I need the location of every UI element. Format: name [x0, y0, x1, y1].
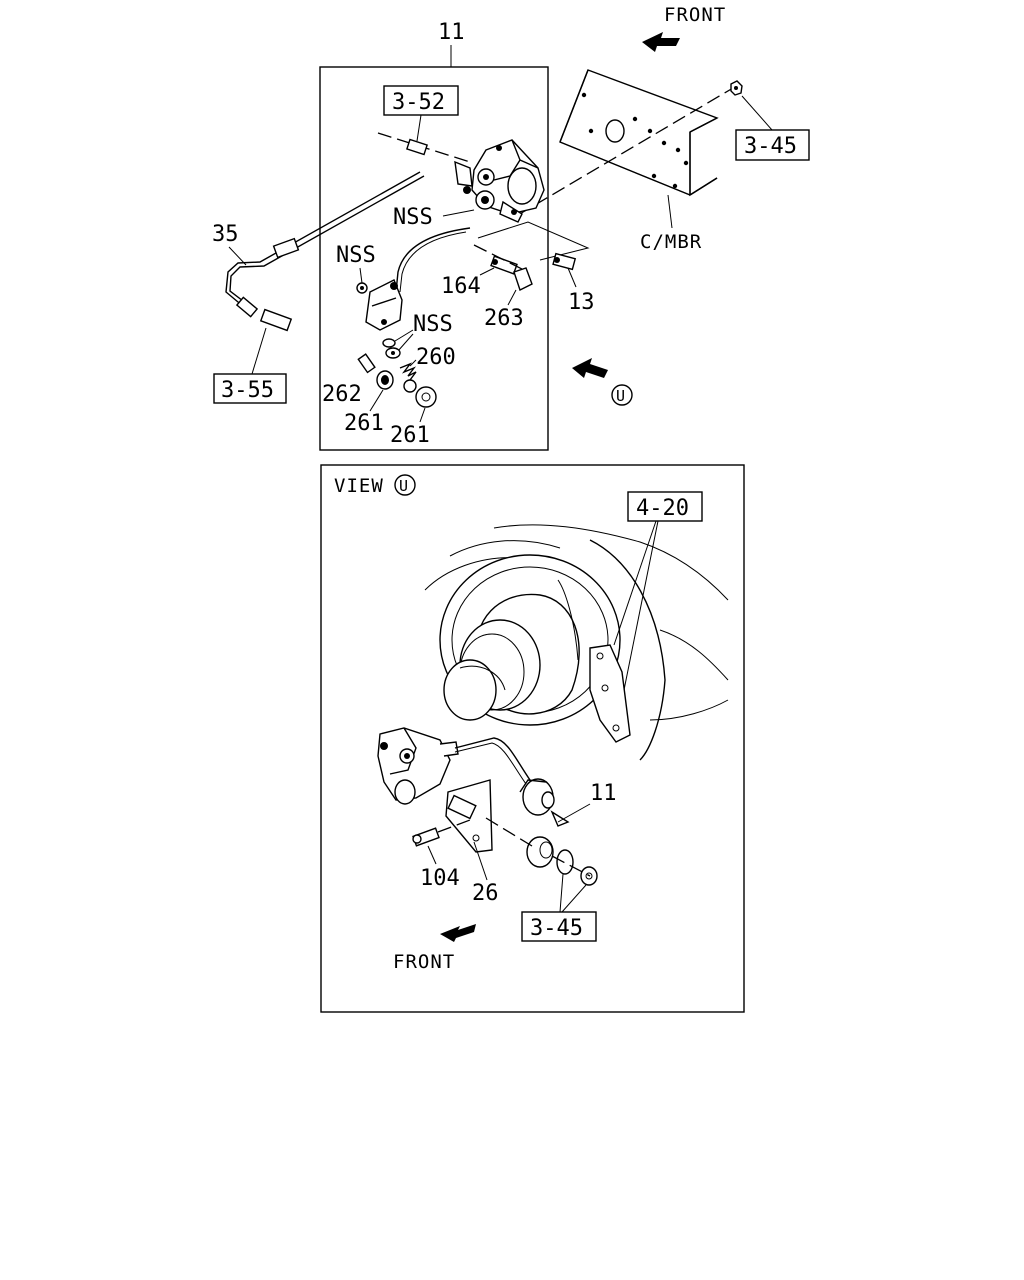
part-13-leader — [567, 267, 577, 288]
pipe-nut-upper — [272, 237, 300, 259]
bushing-261a-icon — [376, 370, 394, 390]
part-label-260: 260 — [416, 345, 456, 370]
axle-bracket — [589, 644, 631, 743]
leveling-valve-lower — [377, 727, 459, 805]
bolt-104-icon — [412, 827, 440, 847]
ref-label-3-52: 3-52 — [392, 90, 445, 115]
cap-263-icon — [513, 267, 533, 291]
ref-420-leader-a — [613, 520, 657, 646]
nss-leader-2 — [359, 267, 363, 284]
view-marker-icon-lower: U — [394, 474, 416, 496]
ref-420-leader-b — [623, 520, 659, 691]
link-joint-lower — [519, 778, 570, 827]
nss-leader-1 — [442, 209, 475, 217]
ref-label-4-20: 4-20 — [636, 496, 689, 521]
ref-box-3-45-lower — [521, 911, 597, 942]
cross-member-leader — [667, 194, 673, 229]
fastener-guide-line — [517, 87, 734, 216]
ref-box-4-20 — [627, 491, 703, 522]
view-arrow-icon — [572, 358, 608, 378]
front-arrow-icon — [642, 32, 680, 52]
part-263-leader — [507, 289, 517, 306]
view-marker-icon: U — [611, 384, 633, 406]
spring-260-icon — [399, 362, 417, 393]
ref-box-3-45-top — [735, 129, 810, 161]
part-label-26: 26 — [472, 881, 499, 906]
front-arrow-icon-lower — [440, 924, 476, 942]
fitting-bolt-icon — [406, 138, 428, 156]
ref-355-leader — [251, 327, 267, 375]
ref-label-3-55: 3-55 — [221, 378, 274, 403]
leveling-valve-body — [454, 139, 545, 223]
part-label-261b: 261 — [390, 423, 430, 448]
view-marker-text-lower: U — [399, 477, 408, 495]
nss-washers — [382, 338, 401, 359]
part-35-leader — [228, 246, 247, 266]
cross-member-label: C/MBR — [640, 231, 702, 253]
front-label-top: FRONT — [664, 4, 726, 26]
valve-lever-rod — [395, 227, 471, 293]
front-label-lower: FRONT — [393, 951, 455, 973]
link-bracket — [365, 279, 403, 331]
view-u-frame-box — [320, 464, 745, 1013]
part-11-leader — [557, 803, 591, 823]
part-164-guide — [473, 244, 525, 271]
pin-262-icon — [357, 353, 376, 374]
nss-leader-3b — [397, 333, 414, 352]
part-label-262: 262 — [322, 382, 362, 407]
part-label-35: 35 — [212, 222, 239, 247]
bushing-guide-line — [485, 817, 533, 847]
nss-label-3: NSS — [413, 312, 453, 337]
assembly-number-label: 11 — [438, 20, 465, 45]
ref-box-3-55 — [213, 373, 287, 404]
view-label: VIEW — [334, 475, 384, 497]
pipe-nut-lower — [235, 296, 293, 332]
valve-lever-rod-wall — [399, 231, 467, 293]
bushing-261b-icon — [415, 386, 437, 408]
part-261b-leader — [419, 407, 426, 423]
cross-member-frame — [559, 69, 719, 197]
view-marker-text: U — [616, 387, 625, 405]
bushing-lower — [526, 836, 554, 868]
part-label-164: 164 — [441, 274, 481, 299]
part-label-263: 263 — [484, 306, 524, 331]
ref-box-3-52 — [383, 85, 459, 116]
nss-nut-2 — [356, 282, 368, 294]
ref-345-leader-top — [741, 95, 773, 131]
nss-label-2: NSS — [336, 243, 376, 268]
valve-rod-lower-wall — [454, 742, 527, 785]
part-label-13: 13 — [568, 290, 595, 315]
ref-label-3-45-top: 3-45 — [744, 134, 797, 159]
part-label-11: 11 — [590, 781, 617, 806]
valve-rod-lower — [454, 737, 531, 781]
lower-panel: VIEW U 4-2 — [320, 464, 745, 1013]
nut-guide-line — [551, 855, 591, 877]
bolt-13-icon — [552, 252, 577, 271]
top-bolt-icon — [730, 80, 743, 96]
link-bracket-26 — [445, 779, 493, 853]
part-260-leader — [409, 359, 417, 367]
axle-housing — [424, 524, 729, 761]
washer-icon — [556, 849, 574, 875]
part-13-guide — [477, 221, 590, 261]
upper-panel: 11 FRONT C/MBR — [212, 4, 810, 451]
bolt-164-icon — [490, 255, 518, 275]
ref-label-3-45-lower: 3-45 — [530, 916, 583, 941]
nss-leader-3a — [394, 329, 414, 342]
ref-345-leader-a — [559, 873, 564, 913]
ref-352-leader — [416, 114, 422, 142]
part-label-104: 104 — [420, 866, 460, 891]
part-261a-leader — [369, 389, 384, 412]
ref-345-leader-b — [561, 884, 587, 913]
part-26-leader — [473, 841, 488, 881]
part-label-261a: 261 — [344, 411, 384, 436]
nss-label-1: NSS — [393, 205, 433, 230]
bolt-104-guide — [437, 819, 471, 833]
part-104-leader — [427, 845, 437, 865]
part-164-leader — [479, 267, 495, 276]
